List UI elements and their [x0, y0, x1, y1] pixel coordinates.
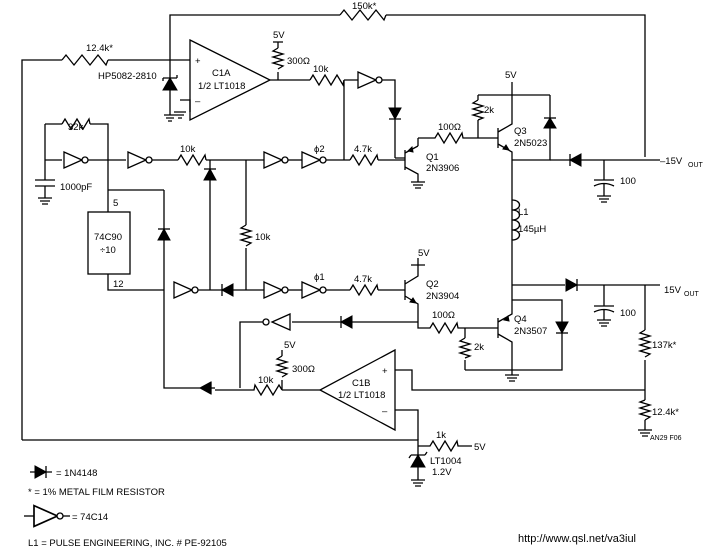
q1-part: 2N3906 — [426, 163, 459, 174]
reference-lt1004 — [22, 439, 472, 487]
pullup-300-c1a — [270, 41, 286, 80]
phi2-label: ϕ2 — [314, 144, 325, 155]
r100-q3-label: 100Ω — [438, 122, 461, 133]
resistor-10k-mid — [177, 153, 264, 290]
positive-output — [512, 278, 660, 437]
legend-diode-symbol — [30, 465, 52, 479]
r300-c1b-label: 300Ω — [292, 364, 315, 375]
v1-2-label: 1.2V — [432, 467, 452, 478]
q2-part: 2N3904 — [426, 291, 459, 302]
r4k7-q2-label: 4.7k — [354, 274, 372, 285]
c1b-minus: – — [382, 406, 388, 417]
cap100-bot-label: 100 — [620, 308, 636, 319]
cap100-top-label: 100 — [620, 176, 636, 187]
q4-part: 2N3507 — [514, 326, 547, 337]
pos-out-sub: OUT — [684, 291, 700, 298]
pos-out-label: 15V — [664, 285, 682, 296]
c1b-plus: + — [382, 366, 388, 377]
counter-div: ÷10 — [100, 245, 116, 256]
c1a-plus: + — [195, 56, 201, 67]
phi1-label: ϕ1 — [314, 272, 325, 283]
r10k-c1a-label: 10k — [313, 64, 329, 75]
v5-q3-label: 5V — [505, 70, 517, 81]
r10k-right-label: 10k — [255, 232, 271, 243]
counter-74c90 — [87, 160, 164, 291]
resistor-100-q4 — [417, 321, 512, 371]
resistor-12k4-top — [21, 53, 170, 440]
source-url: http://www.qsl.net/va3iul — [518, 533, 636, 545]
counter-pin5: 5 — [113, 198, 118, 209]
transistor-q1 — [395, 138, 425, 189]
c1a-part: 1/2 LT1018 — [198, 81, 245, 92]
q2-label: Q2 — [426, 279, 439, 290]
r4k7-q1-label: 4.7k — [354, 144, 372, 155]
counter-pin12: 12 — [113, 279, 124, 290]
r137k-label: 137k* — [652, 340, 677, 351]
legend-inverter-symbol — [24, 504, 70, 528]
resistor-4k7-q2 — [349, 283, 405, 297]
transistor-q2 — [339, 258, 425, 329]
v5-c1a-label: 5V — [273, 30, 285, 41]
counter-name: 74C90 — [94, 232, 122, 243]
c1b-name: C1B — [352, 378, 370, 389]
v5-q2-label: 5V — [418, 248, 430, 259]
feedback-150k-path — [169, 8, 646, 157]
inverter-second — [127, 151, 178, 169]
hp-diode-label: HP5082-2810 — [98, 71, 157, 82]
r12k4-top-label: 12.4k* — [86, 43, 113, 54]
r150k-label: 150k* — [352, 1, 377, 12]
oscillator-32k — [35, 117, 126, 205]
inductor-l1 — [511, 199, 521, 241]
resistor-100-q3 — [418, 131, 498, 145]
resistor-4k7-q1 — [349, 153, 405, 167]
phi1-inverters — [173, 281, 350, 299]
r10k-c1b-label: 10k — [258, 375, 274, 386]
c1a-minus: – — [195, 96, 201, 107]
inverter-c1a-out — [357, 71, 402, 158]
q3-part: 2N5023 — [514, 138, 547, 149]
r32k-label: 32k — [68, 122, 84, 133]
r100-q4-label: 100Ω — [432, 310, 455, 321]
r12k4-bot-label: 12.4k* — [652, 407, 679, 418]
legend-diode: = 1N4148 — [56, 468, 97, 479]
c1b-part: 1/2 LT1018 — [338, 390, 385, 401]
q4-label: Q4 — [514, 314, 527, 325]
r300-c1a-label: 300Ω — [287, 56, 310, 67]
neg-out-sub: OUT — [688, 162, 704, 169]
diode-left-vertical — [157, 190, 200, 389]
legend-metal: * = 1% METAL FILM RESISTOR — [28, 487, 165, 498]
cap1000-label: 1000pF — [60, 182, 92, 193]
q3-label: Q3 — [514, 126, 527, 137]
q1-label: Q1 — [426, 152, 439, 163]
v5-ref-label: 5V — [474, 442, 486, 453]
transistor-q4 — [497, 285, 569, 382]
legend-l1: L1 = PULSE ENGINEERING, INC. # PE-92105 — [28, 538, 227, 549]
phi2-inverters — [263, 151, 350, 169]
legend-inverter: = 74C14 — [72, 512, 108, 523]
r2k-q3-label: 2k — [484, 105, 494, 116]
v5-c1b-label: 5V — [284, 340, 296, 351]
comparator-c1a — [170, 38, 272, 122]
an-code: AN29 F06 — [650, 435, 682, 442]
schottky-diode-hp5082 — [162, 50, 178, 122]
negative-output — [550, 153, 660, 203]
inverter-c1b-feedback — [239, 313, 341, 388]
l1-label: L1 — [518, 207, 529, 218]
comparator-c1b — [198, 348, 645, 440]
l1-value: 145µH — [518, 224, 546, 235]
lt1004-label: LT1004 — [430, 456, 462, 467]
r10k-mid-label: 10k — [180, 144, 196, 155]
r2k-q4-label: 2k — [474, 342, 484, 353]
neg-out-label: –15V — [660, 156, 683, 167]
r1k-label: 1k — [436, 430, 446, 441]
c1a-name: C1A — [212, 68, 231, 79]
